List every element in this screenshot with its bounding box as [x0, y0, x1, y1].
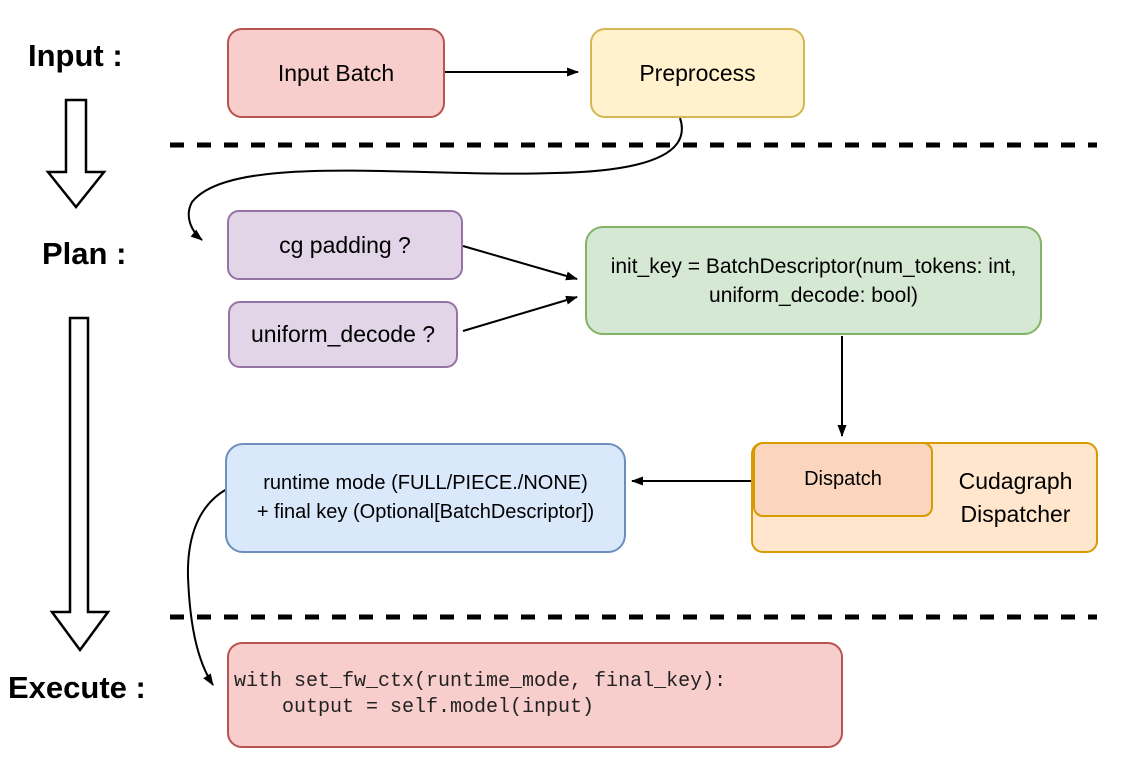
node-uniform-decode: uniform_decode ?	[228, 301, 458, 368]
node-dispatch-label: Dispatch	[804, 468, 882, 490]
node-preprocess: Preprocess	[590, 28, 805, 118]
node-cg-padding: cg padding ?	[227, 210, 463, 280]
node-runtime-mode: runtime mode (FULL/PIECE./NONE) + final …	[225, 443, 626, 553]
arrow-runtimemode-to-executecode	[186, 488, 228, 686]
node-execute-code-line1: with set_fw_ctx(runtime_mode, final_key)…	[234, 670, 727, 693]
arrow-preprocess-to-cgpadding	[187, 117, 683, 241]
node-runtime-mode-line2: + final key (Optional[BatchDescriptor])	[256, 501, 595, 523]
node-dispatch: Dispatch	[753, 442, 933, 517]
arrow-uniformdecode-to-initkey	[462, 295, 578, 332]
node-execute-code: with set_fw_ctx(runtime_mode, final_key)…	[227, 642, 843, 748]
node-init-key-line1: init_key = BatchDescriptor(num_tokens: i…	[610, 254, 1017, 278]
stage-label-execute: Execute :	[8, 670, 146, 705]
node-input-batch: Input Batch	[227, 28, 445, 118]
stage-label-plan: Plan :	[42, 236, 127, 271]
node-runtime-mode-line1: runtime mode (FULL/PIECE./NONE)	[263, 472, 588, 494]
node-execute-code-line2: output = self.model(input)	[234, 696, 595, 719]
arrow-cgpadding-to-initkey	[462, 245, 578, 281]
node-uniform-decode-label: uniform_decode ?	[250, 321, 436, 347]
node-init-key: init_key = BatchDescriptor(num_tokens: i…	[585, 226, 1042, 335]
stage-arrow-input-to-plan	[45, 98, 107, 210]
node-cudagraph-dispatcher-label: Cudagraph Dispatcher	[958, 467, 1073, 527]
node-cg-padding-label: cg padding ?	[279, 231, 411, 258]
node-input-batch-label: Input Batch	[277, 59, 395, 86]
stage-arrow-plan-to-execute	[49, 316, 111, 653]
node-preprocess-label: Preprocess	[639, 59, 756, 86]
node-init-key-line2: uniform_decode: bool)	[709, 283, 918, 307]
stage-label-input: Input :	[28, 38, 123, 73]
